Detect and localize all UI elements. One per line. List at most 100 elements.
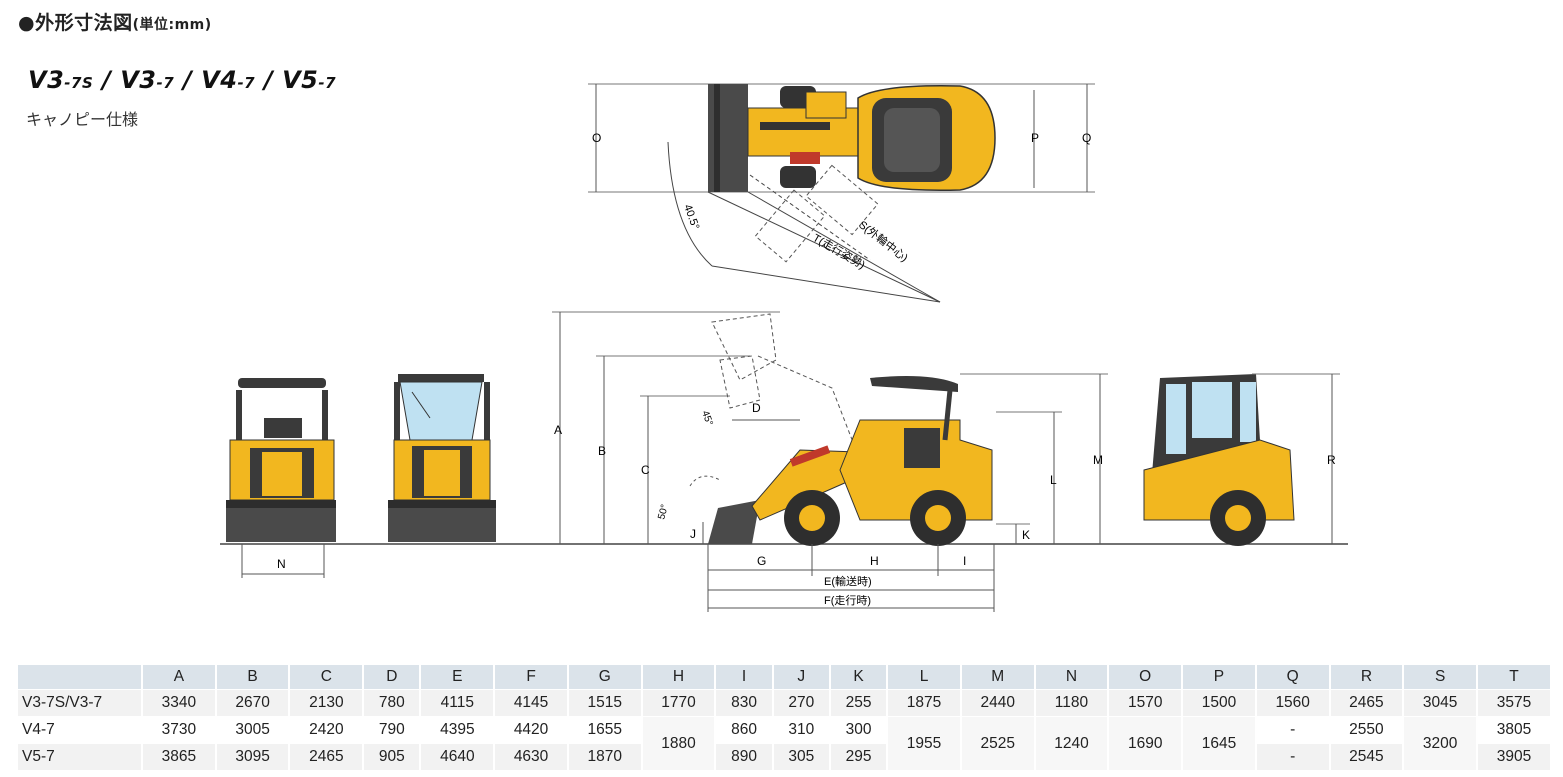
cell-l-merged: 1955 [887,716,962,770]
cell-e: 4640 [420,743,496,770]
col-header-p: P [1182,665,1257,690]
side-view: A B C D J 45° 50° L [552,311,1108,612]
angle-label-45: 45° [699,409,715,427]
cell-n: 1180 [1034,689,1110,717]
col-header-b: B [215,665,291,690]
front-view-canopy: N [226,378,336,578]
cell-t: 3575 [1477,689,1552,717]
col-header-s: S [1403,665,1479,690]
cell-j: 270 [772,689,831,717]
cell-i: 890 [715,743,774,770]
cell-q: - [1255,716,1331,744]
col-header-c: C [289,665,365,690]
cell-l: 1875 [887,689,962,717]
cell-m: 2440 [960,689,1036,717]
cell-n-merged: 1240 [1034,716,1110,770]
col-header-r: R [1329,665,1405,690]
table-corner [18,665,143,690]
dim-label-g: G [757,554,766,568]
dim-label-h: H [870,554,879,568]
cell-k: 300 [829,716,889,744]
cell-b: 2670 [215,689,291,717]
col-header-i: I [715,665,774,690]
col-header-m: M [960,665,1036,690]
cell-t: 3805 [1477,716,1552,744]
cell-f: 4630 [494,743,569,770]
cell-b: 3095 [215,743,291,770]
row-name: V3-7S/V3-7 [18,689,143,717]
col-header-f: F [494,665,569,690]
dim-label-a: A [554,423,562,437]
cell-o: 1570 [1108,689,1184,717]
cell-j: 310 [772,716,831,744]
dim-label-c: C [641,463,650,477]
col-header-a: A [142,665,217,690]
dim-label-r: R [1327,453,1336,467]
col-header-k: K [829,665,889,690]
cell-g: 1870 [567,743,643,770]
cell-c: 2420 [289,716,365,744]
cell-i: 830 [715,689,774,717]
col-header-o: O [1108,665,1184,690]
cell-j: 305 [772,743,831,770]
cell-q: - [1255,743,1331,770]
cell-d: 905 [363,743,422,770]
cell-g: 1655 [567,716,643,744]
cell-a: 3865 [142,743,217,770]
cell-c: 2465 [289,743,365,770]
dim-label-f: F(走行時) [824,594,871,607]
col-header-n: N [1034,665,1110,690]
dim-label-m: M [1093,453,1103,467]
cell-r: 2465 [1329,689,1405,717]
side-view-cab: R [1143,373,1340,546]
dim-label-n: N [277,557,286,571]
dim-label-t: T(走行姿勢) [811,230,868,271]
top-view: O P Q 40.5° S(外輪中心) T(走行姿勢) [588,83,1095,303]
cell-d: 780 [363,689,422,717]
col-header-e: E [420,665,496,690]
front-view-cab [388,374,496,542]
cell-c: 2130 [289,689,365,717]
dim-label-o: O [592,131,601,145]
dim-label-e: E(輸送時) [824,574,872,588]
cell-s-merged: 3200 [1403,716,1479,770]
table-row: V5-7 3865 3095 2465 905 4640 4630 1870 8… [18,743,1552,770]
cell-k: 255 [829,689,889,717]
dimension-drawing: O P Q 40.5° S(外輪中心) T(走行姿勢) [220,83,1348,612]
dim-label-q: Q [1082,131,1091,145]
cell-q: 1560 [1255,689,1331,717]
col-header-j: J [772,665,831,690]
col-header-q: Q [1255,665,1331,690]
dim-label-l: L [1050,473,1057,487]
dim-label-p: P [1031,131,1039,145]
dim-label-s: S(外輪中心) [856,217,911,264]
cell-a: 3340 [142,689,217,717]
cell-p: 1500 [1182,689,1257,717]
cell-f: 4145 [494,689,569,717]
cell-p-merged: 1645 [1182,716,1257,770]
unit-label: (単位:mm) [132,17,212,33]
cell-d: 790 [363,716,422,744]
cell-i: 860 [715,716,774,744]
cell-t: 3905 [1477,743,1552,770]
col-header-h: H [641,665,717,690]
cell-h: 1770 [641,689,717,717]
dim-label-k: K [1022,528,1030,542]
cell-g: 1515 [567,689,643,717]
cell-o-merged: 1690 [1108,716,1184,770]
row-name: V4-7 [18,716,143,744]
col-header-g: G [567,665,643,690]
cell-b: 3005 [215,716,291,744]
table-row: V3-7S/V3-7 3340 2670 2130 780 4115 4145 … [18,689,1552,717]
col-header-l: L [887,665,962,690]
angle-label-40: 40.5° [681,203,701,231]
dim-label-b: B [598,444,606,458]
angle-label-50: 50° [656,503,671,520]
dim-label-d: D [752,401,761,415]
cell-e: 4115 [420,689,496,717]
col-header-t: T [1477,665,1552,690]
spec-subtitle: キャノピー仕様 [26,110,139,129]
dim-label-j: J [690,527,696,541]
cell-e: 4395 [420,716,496,744]
cell-r: 2545 [1329,743,1405,770]
